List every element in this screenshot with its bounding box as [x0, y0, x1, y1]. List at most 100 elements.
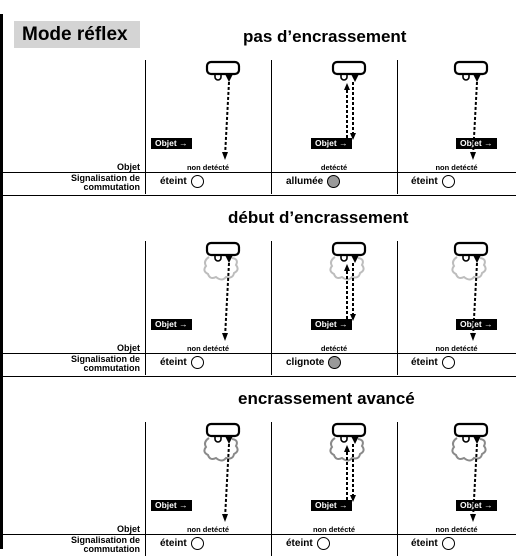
sensor-graphic [329, 241, 367, 321]
column-divider [145, 241, 146, 375]
soiling-icon [451, 256, 487, 281]
sensor-icon [205, 60, 241, 76]
objet-label: Objet [116, 162, 140, 172]
sensor-lens [462, 74, 470, 81]
arrow-up-icon [344, 83, 350, 90]
sensor-icon [331, 60, 367, 76]
sensor-icon [453, 422, 489, 438]
sensor-graphic [451, 422, 489, 522]
object-label: Objet → [151, 319, 192, 330]
sensor-emitter [473, 436, 481, 444]
object-label: Objet → [151, 138, 192, 149]
signal-indicator: éteint [160, 175, 204, 188]
objet-status: non detécté [186, 525, 230, 534]
arrow-down-icon [222, 514, 228, 522]
signal-indicator: clignote [286, 356, 342, 369]
objet-status: non detécté [186, 163, 230, 172]
signal-indicator: éteint [411, 537, 455, 550]
sensor-graphic [453, 60, 489, 160]
sensor-icon [331, 422, 367, 438]
signal-status: allumée [286, 176, 324, 187]
sensor-emitter [351, 436, 359, 444]
light-beam [472, 443, 478, 519]
arrow-down-icon [350, 314, 356, 321]
signal-status: éteint [160, 176, 187, 187]
signal-status: éteint [411, 357, 438, 368]
column-divider [397, 60, 398, 194]
sensor-lens [214, 74, 222, 81]
sensor-emitter [351, 74, 359, 82]
object-label: Objet → [151, 500, 192, 511]
sensor-lens [340, 436, 348, 443]
arrow-down-icon [470, 333, 476, 341]
led-indicator [316, 537, 330, 550]
column-divider [271, 422, 272, 556]
arrow-down-icon [470, 152, 476, 160]
mode-label: Mode réflex [14, 21, 140, 48]
object-label: Objet → [456, 500, 497, 511]
led-indicator [328, 356, 342, 369]
sensor-emitter [473, 255, 481, 263]
object-label: Objet → [311, 138, 352, 149]
arrow-down-icon [350, 133, 356, 140]
sensor-icon [205, 241, 241, 257]
led-indicator [190, 537, 204, 550]
soiling-icon [203, 437, 239, 462]
soiling-icon [329, 437, 365, 462]
object-label: Objet → [456, 319, 497, 330]
object-label: Objet → [456, 138, 497, 149]
led-indicator [190, 356, 204, 369]
sensor-graphic [203, 422, 241, 522]
column-divider [271, 60, 272, 194]
led-indicator [441, 175, 455, 188]
led-indicator [441, 537, 455, 550]
column-divider [397, 422, 398, 556]
signal-status: éteint [411, 176, 438, 187]
section-title: encrassement avancé [238, 389, 415, 408]
section-title: début d’encrassement [228, 208, 409, 227]
objet-label: Objet [116, 524, 140, 534]
object-label: Objet → [311, 319, 352, 330]
sensor-lens [462, 436, 470, 443]
signal-indicator: éteint [411, 175, 455, 188]
arrow-down-icon [222, 333, 228, 341]
arrow-down-icon [470, 514, 476, 522]
left-border [0, 14, 3, 549]
column-divider [397, 241, 398, 375]
light-beam [472, 262, 478, 338]
signal-indicator: éteint [160, 537, 204, 550]
arrow-down-icon [222, 152, 228, 160]
light-beam [224, 81, 230, 157]
signal-status: clignote [286, 357, 325, 368]
section-divider [3, 195, 516, 196]
sensor-lens [214, 255, 222, 262]
soiling-icon [203, 256, 239, 281]
object-label: Objet → [311, 500, 352, 511]
signal-status: éteint [411, 538, 438, 549]
signalisation-label: Signalisation de commutation [70, 354, 140, 373]
led-indicator [327, 175, 341, 188]
row-divider [3, 353, 516, 354]
sensor-graphic [205, 60, 241, 160]
sensor-lens [214, 436, 222, 443]
row-divider [3, 172, 516, 173]
signal-status: éteint [160, 357, 187, 368]
sensor-lens [340, 255, 348, 262]
sensor-lens [462, 255, 470, 262]
column-divider [145, 422, 146, 556]
sensor-emitter [225, 74, 233, 82]
signal-status: éteint [160, 538, 187, 549]
objet-status: detécté [320, 344, 348, 353]
arrow-up-icon [344, 445, 350, 452]
light-beam [224, 262, 230, 338]
led-indicator [190, 175, 204, 188]
objet-status: detécté [320, 163, 348, 172]
objet-status: non detécté [312, 525, 356, 534]
signalisation-label: Signalisation de commutation [70, 535, 140, 554]
sensor-graphic [331, 60, 367, 140]
sensor-emitter [225, 255, 233, 263]
sensor-graphic [451, 241, 489, 341]
signal-indicator: allumée [286, 175, 341, 188]
sensor-lens [340, 74, 348, 81]
section-divider [3, 376, 516, 377]
